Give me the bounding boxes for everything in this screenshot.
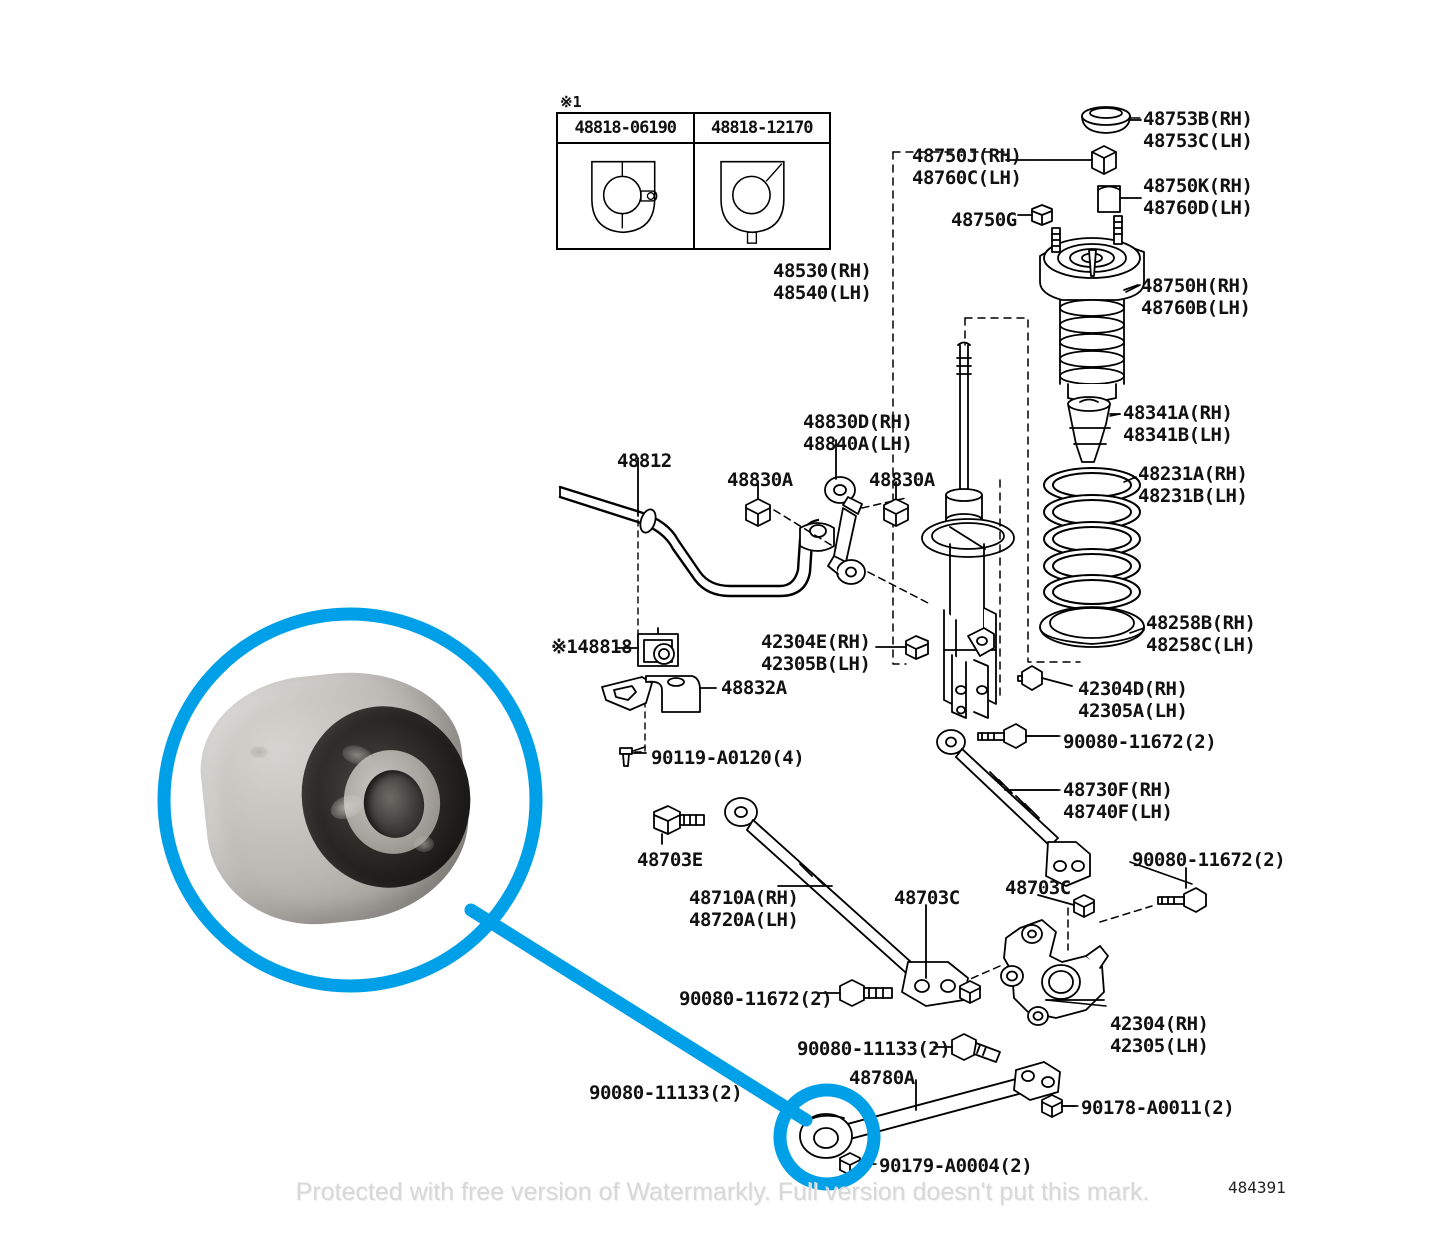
label-42304: 42304(RH) 42305(LH) — [1110, 1013, 1209, 1058]
bushing-photo-inset — [178, 628, 522, 972]
label-48818: ※148818 — [551, 636, 633, 658]
label-48750J: 48750J(RH) 48760C(LH) — [912, 145, 1022, 190]
label-48750K: 48750K(RH) 48760D(LH) — [1143, 175, 1253, 220]
label-48703E: 48703E — [637, 849, 703, 871]
label-48830A-left: 48830A — [727, 469, 793, 491]
label-48703C-right: 48703C — [1005, 877, 1071, 899]
label-48341: 48341A(RH) 48341B(LH) — [1123, 402, 1233, 447]
label-90178-A0011: 90178-A0011(2) — [1081, 1097, 1235, 1119]
label-48750H: 48750H(RH) 48760B(LH) — [1141, 275, 1251, 320]
label-90080-11672-b: 90080-11672(2) — [1132, 849, 1286, 871]
variant-bushing-illustration-0 — [558, 144, 693, 250]
bushing-wear-mark-d — [250, 746, 268, 758]
label-48231: 48231A(RH) 48231B(LH) — [1138, 463, 1248, 508]
watermark-text: Protected with free version of Watermark… — [295, 1178, 1150, 1206]
label-48710A: 48710A(RH) 48720A(LH) — [689, 887, 799, 932]
variant-bushing-illustration-1 — [692, 144, 830, 250]
label-48753: 48753B(RH) 48753C(LH) — [1143, 108, 1253, 153]
label-48780A: 48780A — [849, 1067, 915, 1089]
label-48530: 48530(RH) 48540(LH) — [773, 260, 872, 305]
label-48703C-left: 48703C — [894, 887, 960, 909]
variant-table-col-0: 48818-06190 — [574, 118, 677, 138]
label-48830D: 48830D(RH) 48840A(LH) — [803, 411, 913, 456]
label-42304D: 42304D(RH) 42305A(LH) — [1078, 678, 1188, 723]
variant-table: 48818-06190 48818-12170 — [556, 112, 831, 250]
label-48258: 48258B(RH) 48258C(LH) — [1146, 612, 1256, 657]
label-42304E: 42304E(RH) 42305B(LH) — [761, 631, 871, 676]
sheet-number: 484391 — [1228, 1178, 1286, 1197]
variant-table-note-marker: ※1 — [560, 93, 582, 111]
label-90080-11133-a: 90080-11133(2) — [797, 1038, 951, 1060]
target-ring — [773, 1083, 881, 1191]
label-48812: 48812 — [617, 450, 672, 472]
label-90080-11672-a: 90080-11672(2) — [1063, 731, 1217, 753]
label-48730F: 48730F(RH) 48740F(LH) — [1063, 779, 1173, 824]
label-48832A: 48832A — [721, 677, 787, 699]
variant-table-col-1: 48818-12170 — [692, 114, 830, 142]
label-90080-11133-b: 90080-11133(2) — [589, 1082, 743, 1104]
variant-table-header: 48818-06190 48818-12170 — [558, 114, 829, 144]
variant-table-body — [558, 144, 829, 250]
label-90119-A0120: 90119-A0120(4) — [651, 747, 805, 769]
label-90179-A0004: 90179-A0004(2) — [879, 1155, 1033, 1177]
bushing-wear-mark-c — [414, 836, 434, 852]
label-48750G: 48750G — [951, 209, 1017, 231]
label-90080-11672-c: 90080-11672(2) — [679, 988, 833, 1010]
label-48830A-right: 48830A — [869, 469, 935, 491]
